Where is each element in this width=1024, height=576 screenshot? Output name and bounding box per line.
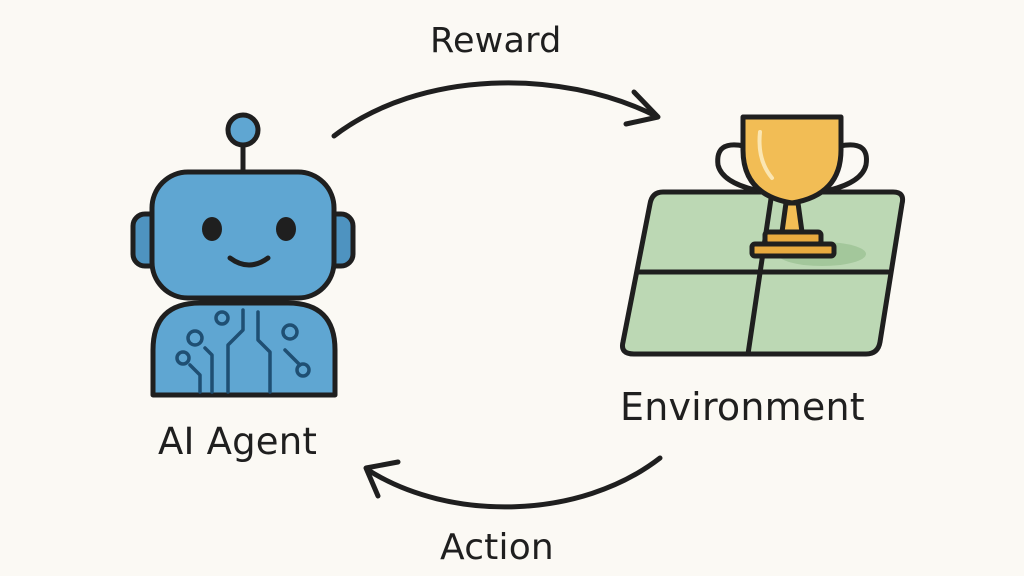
grid-board-icon [620,189,906,357]
action-arrow [363,455,663,510]
robot-icon [130,112,356,398]
agent-label: AI Agent [158,420,318,463]
trophy-icon [715,114,869,259]
action-label: Action [440,527,554,568]
reward-label: Reward [430,21,562,61]
reward-arrow [331,80,661,139]
environment-label: Environment [620,385,865,429]
